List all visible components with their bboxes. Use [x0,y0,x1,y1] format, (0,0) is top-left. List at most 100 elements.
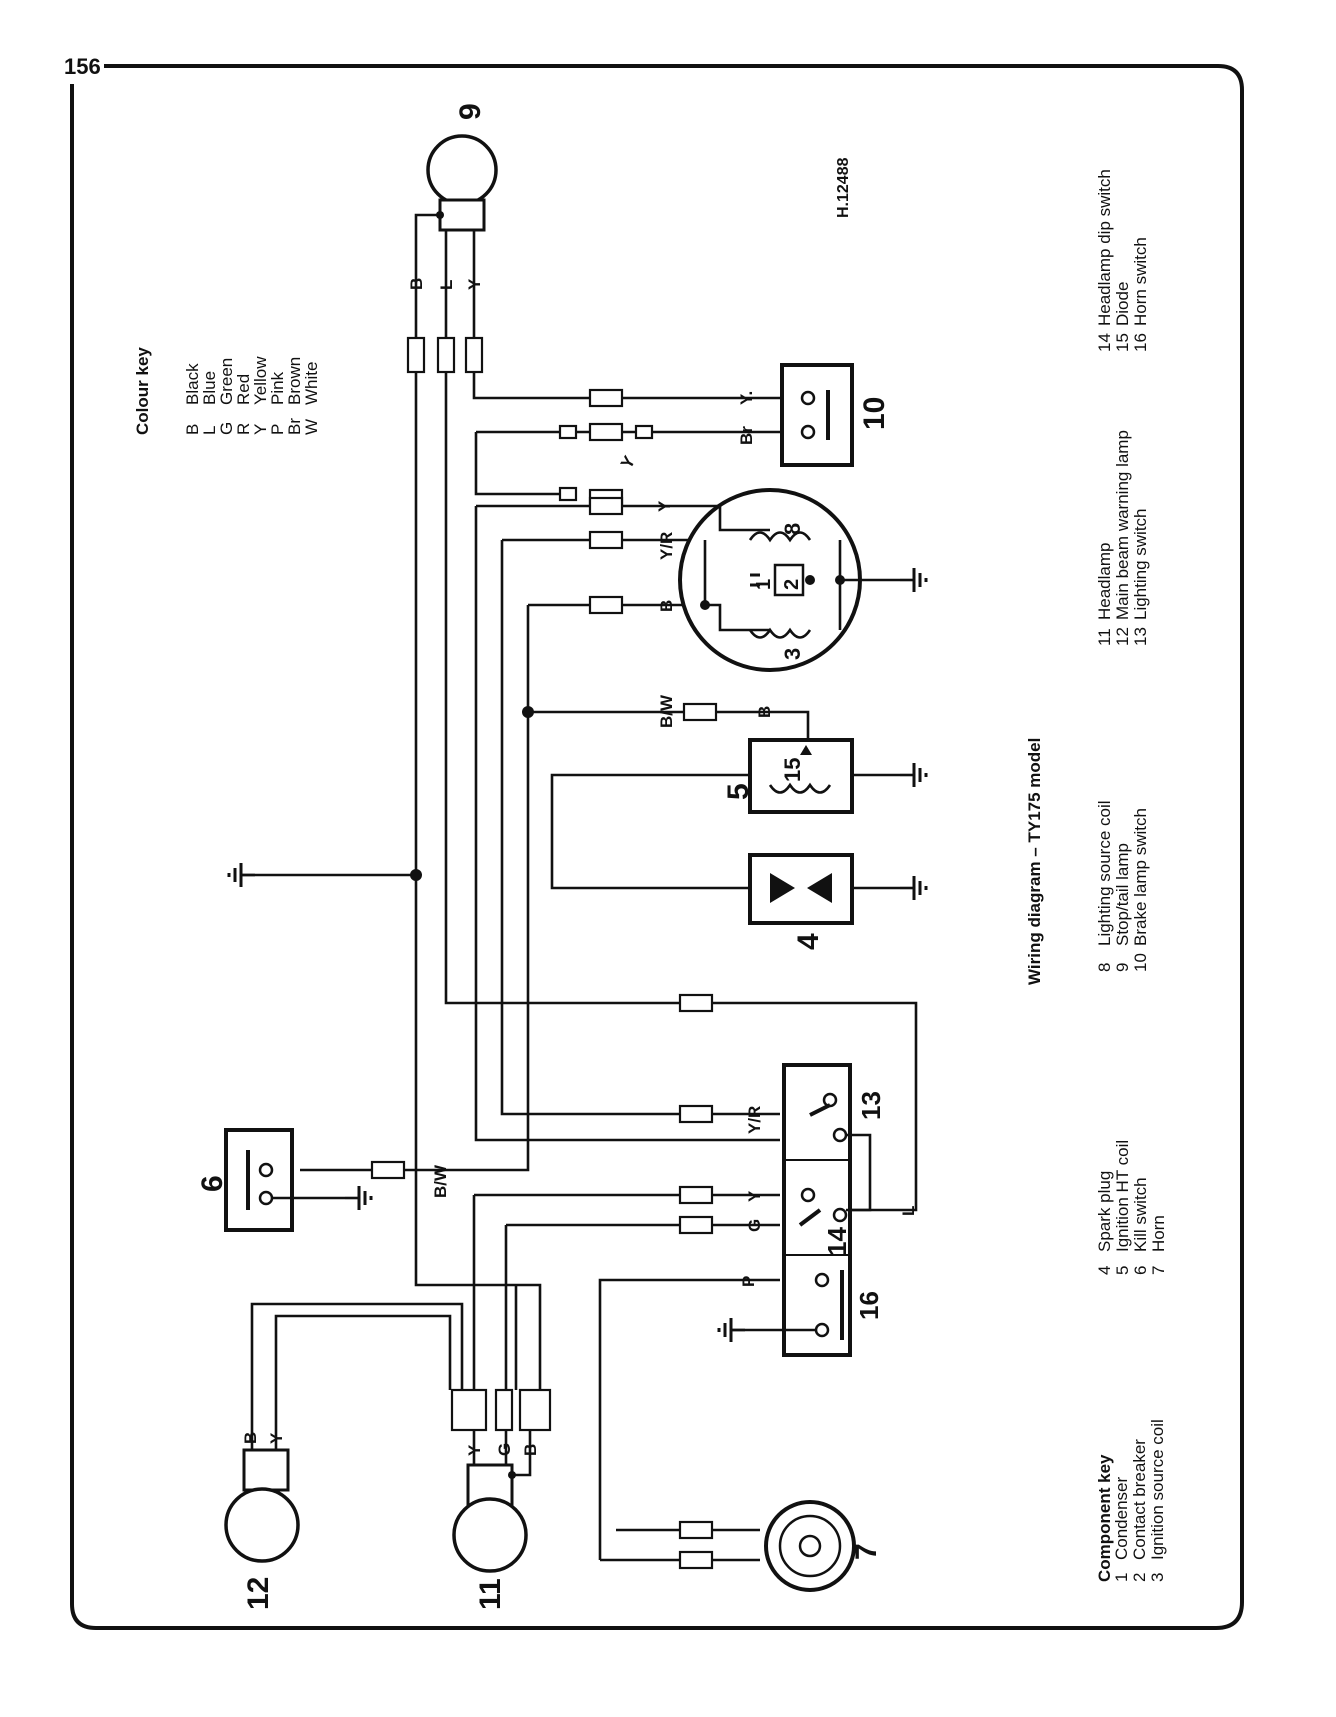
component-key-name: Headlamp dip switch [1095,169,1114,326]
label-3: 3 [780,648,805,660]
label-14: 14 [822,1227,852,1256]
label-12: 12 [242,1577,275,1610]
component-key-name: Spark plug [1095,1171,1114,1252]
component-key-number: 1 [1112,1573,1131,1582]
black-wire-down [300,605,530,1172]
page-frame: 156 [64,54,1244,1630]
colour-key-name: Yellow [251,356,270,405]
component-key-number: 3 [1148,1573,1167,1582]
colour-key-code: R [234,423,253,435]
wire-label-p-switch: P [739,1276,758,1287]
component-key-name: Brake lamp switch [1131,808,1150,946]
wire-label-bw-kill: B/W [431,1164,450,1198]
colour-key-name: Black [183,363,202,405]
label-6: 6 [196,1175,229,1192]
wire-label-b-tail: B [407,278,426,290]
wire-label-b-coil: B [657,600,676,612]
brake-lamp-switch: 10 [780,363,891,467]
component-key-name: Lighting source coil [1095,800,1114,946]
component-key-number: 2 [1130,1573,1149,1582]
label-9: 9 [454,103,487,120]
connectors [370,336,718,1570]
yellow-wire-to-switch [474,506,780,1142]
colour-key-code: G [217,422,236,435]
component-key-name: Main beam warning lamp [1113,430,1132,620]
wire-label-y-warning: Y [267,1432,286,1444]
page-number: 156 [64,54,101,79]
stop-tail-lamp: 9 [414,103,498,232]
colour-key-name: Pink [268,371,287,405]
wire-label-l-tail: L [437,280,456,290]
colour-key-code: W [302,419,321,435]
component-key-number: 11 [1095,628,1114,646]
component-key-title: Component key [1095,1454,1114,1582]
label-11: 11 [474,1578,507,1610]
kill-switch: 6 [196,1128,373,1232]
wire-label-y-tail: Y [465,278,484,290]
wire-label-y-headlamp: Y [465,1444,484,1456]
label-16: 16 [854,1291,884,1320]
wire-label-yr-coil: Y/R [657,532,676,560]
component-key-name: Contact breaker [1130,1439,1149,1560]
component-key-name: Horn switch [1131,237,1150,326]
colour-key: Colour key BBlackLBlueGGreenRRedYYellowP… [133,347,321,435]
wire-label-b-headlamp: B [521,1444,540,1456]
wire-label-br: Br [737,426,756,445]
component-key-number: 7 [1149,1266,1168,1275]
wire-label-yr-switch: Y/R [745,1106,764,1134]
component-key-name: Diode [1113,282,1132,326]
wire-label-b-warning: B [241,1432,260,1444]
colour-key-title: Colour key [133,347,152,435]
component-key-number: 14 [1095,333,1114,352]
colour-key-code: Y [251,424,270,435]
colour-key-name: Green [217,358,236,405]
colour-key-name: White [302,362,321,405]
black-white-wire [528,710,810,745]
label-15: 15 [780,758,805,782]
label-10: 10 [858,397,891,430]
component-key-number: 5 [1113,1266,1132,1275]
warning-lamp-wire-b [250,1302,464,1450]
component-key-number: 8 [1095,963,1114,972]
component-key-name: Horn [1149,1215,1168,1252]
label-5: 5 [722,783,755,800]
spark-plug: 4 [748,853,928,950]
label-1: 1 [753,579,775,590]
main-beam-warning-lamp: 12 [224,1448,300,1610]
colour-key-code: Br [285,418,304,435]
wire-label-bw-ht: B/W [657,694,676,728]
component-key-number: 13 [1131,627,1150,646]
colour-key-name: Red [234,374,253,405]
colour-key-code: P [268,424,287,435]
component-key-number: 10 [1131,953,1150,972]
component-key-name: Lighting switch [1131,508,1150,620]
colour-key-code: L [200,426,219,435]
horn-wire-pink [598,1278,780,1560]
component-key-number: 15 [1113,333,1132,352]
component-key-name: Kill switch [1131,1177,1150,1252]
magneto-assembly: 8 1 2 3 [678,488,928,672]
blue-wire [444,228,918,1212]
ht-lead [550,773,790,890]
label-13: 13 [856,1091,886,1120]
component-key-number: 16 [1131,333,1150,352]
wire-label-y-coil: Y [655,500,674,512]
wire-label-b-ht: B [755,706,774,718]
diagram-caption: Wiring diagram – TY175 model [1025,738,1044,985]
handlebar-switch-block: 13 14 16 [717,1063,886,1357]
label-8: 8 [780,523,805,535]
label-4: 4 [792,933,825,950]
brown-wire-drop [474,432,560,496]
colour-key-name: Blue [200,371,219,405]
component-key-number: 12 [1113,627,1132,646]
component-key-number: 4 [1095,1266,1114,1275]
component-key-name: Ignition source coil [1148,1419,1167,1560]
component-key-name: Stop/tail lamp [1113,843,1132,946]
colour-key-items: BBlackLBlueGGreenRRedYYellowPPinkBrBrown… [183,356,321,435]
component-key-number: 9 [1113,963,1132,972]
warning-lamp-wire-y [274,1314,452,1450]
wire-label-y-switch: Y [745,1190,764,1202]
